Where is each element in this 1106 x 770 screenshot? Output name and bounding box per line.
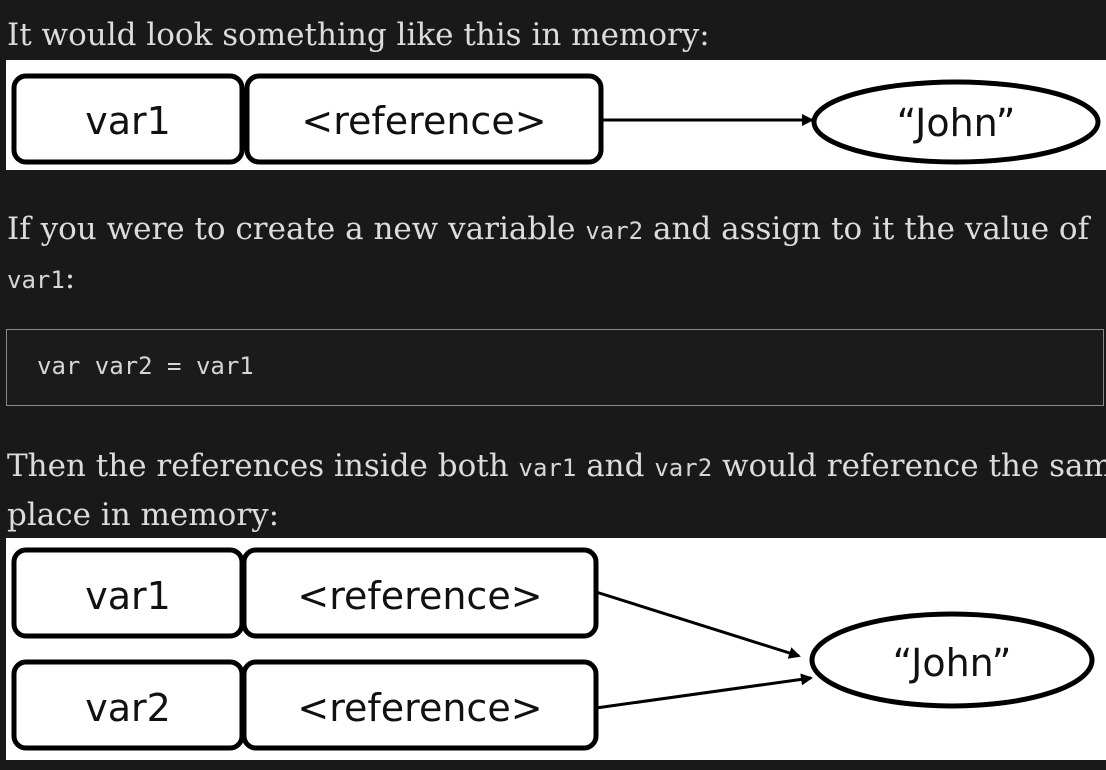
- john-value-label: “John”: [897, 101, 1016, 145]
- shared-text-1: Then the references inside both: [7, 448, 519, 484]
- var1-box-shared-label: var1: [85, 574, 171, 618]
- reference-box-label: <reference>: [301, 99, 546, 143]
- inline-code-var1-b: var1: [518, 454, 577, 482]
- shared-text-4: place in memory:: [7, 497, 280, 533]
- inline-code-var2-b: var2: [654, 454, 713, 482]
- shared-reference-paragraph: Then the references inside both var1 and…: [7, 443, 1106, 539]
- john-value-shared-label: “John”: [893, 641, 1012, 685]
- memory-diagram-shared-svg: var1 <reference> var2 <reference> “John”: [11, 547, 1095, 751]
- reference-box-1-label: <reference>: [297, 574, 542, 618]
- inline-code-var2: var2: [585, 217, 644, 245]
- var1-box: [11, 73, 245, 165]
- var2-box-label: var2: [85, 686, 171, 730]
- reference-box-2-label: <reference>: [297, 686, 542, 730]
- intro-text: It would look something like this in mem…: [7, 17, 710, 53]
- john-value-ellipse-shared: [809, 611, 1095, 709]
- shared-text-2: and: [576, 448, 655, 484]
- reference-arrow-2: [595, 673, 813, 710]
- shared-text-3: would reference the same: [712, 448, 1106, 484]
- code-block[interactable]: var var2 = var1: [6, 329, 1104, 406]
- assign-text-1: If you were to create a new variable: [7, 211, 586, 247]
- memory-diagram-shared: var1 <reference> var2 <reference> “John”: [6, 538, 1106, 760]
- reference-box: [244, 73, 604, 165]
- assign-paragraph: If you were to create a new variable var…: [7, 206, 1089, 304]
- code-line[interactable]: var var2 = var1: [37, 352, 254, 380]
- memory-diagram-single-svg: var1 <reference> “John”: [11, 73, 1101, 165]
- reference-box-2: [241, 659, 599, 751]
- john-value-ellipse: [811, 79, 1101, 165]
- assign-text-end: :: [64, 260, 76, 296]
- intro-paragraph: It would look something like this in mem…: [7, 12, 710, 59]
- var1-box-label: var1: [85, 99, 171, 143]
- assign-text-2: and assign to it the value of: [643, 211, 1090, 247]
- memory-diagram-single: var1 <reference> “John”: [6, 60, 1106, 170]
- inline-code-var1: var1: [7, 266, 65, 294]
- reference-arrow-1: [595, 590, 801, 659]
